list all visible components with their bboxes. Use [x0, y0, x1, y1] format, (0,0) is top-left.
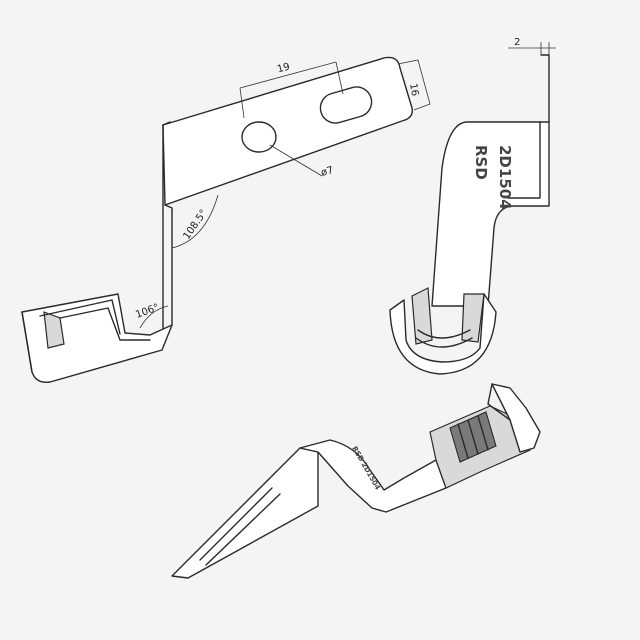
dim-thickness-line	[508, 42, 556, 55]
dim-19-line	[239, 61, 344, 119]
dim-hole-spacing: 19	[276, 61, 291, 75]
crimp-inner-2	[415, 337, 473, 348]
view-isometric: RSD 2D1504	[171, 383, 541, 579]
emboss-brand: RSD	[472, 145, 490, 180]
stem	[162, 124, 173, 326]
dim-angle-upper-arc	[171, 194, 219, 249]
tab-top	[540, 54, 550, 123]
iso-barrel-end	[491, 383, 541, 453]
iso-tongue	[171, 447, 319, 579]
iso-flat-body	[299, 439, 447, 513]
round-hole	[241, 121, 277, 153]
emboss-part-number: 2D1504	[496, 145, 514, 210]
front-body	[431, 121, 550, 307]
barrel-edge-3	[21, 311, 33, 373]
dim-angle-lower-arc	[139, 305, 169, 329]
tongue-plate	[162, 56, 413, 206]
view-front: 2 RSD 2D1504	[389, 37, 556, 375]
iso-serration-2	[467, 419, 479, 455]
view-side-with-holes: 19 16 ø7 108.5° 106°	[21, 56, 431, 383]
dim-width: 16	[407, 83, 420, 97]
crimp-wing-right	[461, 293, 485, 343]
iso-barrel-rim	[487, 383, 511, 421]
crimp-inner-1	[417, 329, 471, 339]
plate-edge	[162, 121, 171, 126]
front-inner	[507, 121, 541, 199]
iso-tongue-slot	[199, 487, 273, 561]
dim-diameter-leader	[269, 144, 323, 177]
barrel-inner-wall	[43, 311, 65, 349]
iso-serration-1	[457, 423, 469, 459]
crimp-barrel-u	[389, 293, 497, 375]
dim-angle-upper: 108.5°	[181, 208, 209, 242]
barrel-edge-2	[59, 307, 151, 341]
dim-hole-diameter: ø7	[320, 165, 335, 179]
barrel-edge-1	[39, 299, 121, 335]
dim-16-line	[397, 59, 431, 111]
lower-barrel	[21, 293, 173, 383]
dim-thickness: 2	[514, 37, 520, 48]
crimp-wing-left	[411, 287, 433, 345]
iso-tongue-slot2	[205, 493, 281, 566]
iso-serration-3	[477, 415, 489, 451]
